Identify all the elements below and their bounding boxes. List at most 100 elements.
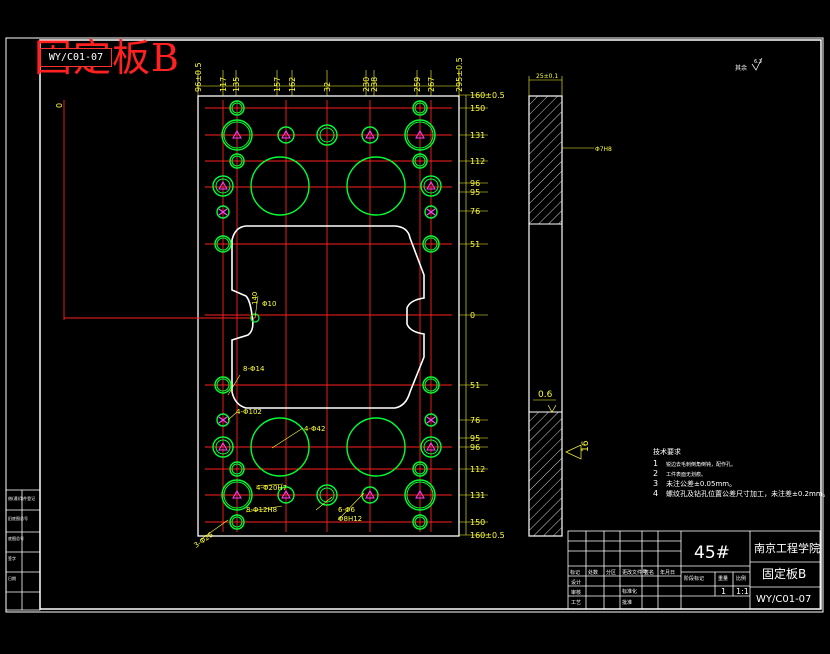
hole — [212, 436, 234, 458]
hole — [424, 413, 438, 427]
hole — [316, 124, 338, 146]
right-dim-label: 160±0.5 — [470, 91, 505, 100]
title-block-header: 分区 — [606, 569, 616, 576]
triangle-marker — [281, 489, 291, 499]
top-dim-label: 238 — [370, 77, 379, 92]
right-dim-label: 160±0.5 — [470, 531, 505, 540]
tech-note-text: 螺纹孔及钻孔位置公差尺寸加工，未注差±0.2mm。 — [666, 489, 830, 498]
hole — [214, 235, 232, 253]
side-strip — [5, 489, 41, 611]
hole-inner — [406, 481, 434, 509]
hole — [277, 486, 295, 504]
section-side-note: Φ7H8 — [595, 146, 612, 153]
right-dim-label: 51 — [470, 381, 480, 390]
triangle-marker — [281, 129, 291, 139]
section-view — [528, 76, 594, 537]
top-dim-label: 96±0.5 — [194, 62, 203, 92]
hole-inner — [424, 237, 438, 251]
section-chamfer: 0.6 — [538, 390, 553, 400]
hole-inner — [231, 516, 243, 528]
top-dim-label: 267 — [427, 77, 436, 92]
title-block-row-headers: 标记处数分区更改文件号签名年月日 — [570, 569, 675, 576]
drawing-code-box: WY/C01-07 — [40, 48, 112, 67]
hole-label-2: 4-Φ102 — [236, 408, 262, 416]
right-dim-label: 76 — [470, 207, 480, 216]
triangle-marker — [415, 129, 425, 139]
hole-inner — [231, 102, 243, 114]
left-zero-label: 0 — [55, 103, 64, 108]
tech-notes-heading: 技术要求 — [653, 447, 681, 456]
svg-text:其余: 其余 — [735, 64, 747, 72]
center-hole-depth: 140 — [251, 292, 259, 305]
triangle-marker — [426, 180, 436, 190]
section-top-dim: 25±0.1 — [536, 73, 558, 80]
part-name-label: 固定板B — [762, 566, 806, 581]
right-dim-label: 95 — [470, 188, 480, 197]
hole-label-1: 8-Φ14 — [243, 365, 265, 373]
scale-label: 1:1 — [736, 587, 749, 596]
hole — [277, 126, 295, 144]
hole-inner — [319, 487, 335, 503]
hole-inner — [414, 516, 426, 528]
qty-label: 1 — [721, 587, 726, 596]
hole-inner — [216, 378, 230, 392]
material-label: 45# — [694, 543, 730, 563]
title-block — [567, 530, 821, 610]
top-dim-label: 230 — [362, 77, 371, 92]
hole — [346, 417, 406, 477]
hole-inner — [414, 463, 426, 475]
hole-inner — [414, 155, 426, 167]
hole — [316, 484, 338, 506]
tech-note-number: 1 — [653, 459, 658, 468]
right-dim-label: 96 — [470, 179, 480, 188]
hole — [412, 100, 428, 116]
hole-inner — [414, 102, 426, 114]
hole — [250, 417, 310, 477]
svg-text:6.3: 6.3 — [754, 59, 762, 65]
title-block-stage-headers: 阶段标记 重量 比例 — [684, 575, 746, 582]
tech-note-text: 工件表面无划痕。 — [666, 471, 706, 478]
hole-inner — [423, 439, 439, 455]
triangle-marker — [232, 489, 242, 499]
hole-inner — [231, 155, 243, 167]
top-dim-label: 162 — [288, 77, 297, 92]
section-thickness: 16 — [581, 440, 591, 452]
side-strip-label: 签字 — [8, 555, 16, 561]
outer-border — [5, 37, 824, 613]
hole — [422, 235, 440, 253]
hole-label-5: 8-Φ12H8 — [246, 506, 277, 514]
hole — [422, 376, 440, 394]
title-block-stage-header: 比例 — [736, 575, 746, 582]
right-dim-label: 131 — [470, 131, 485, 140]
hole-inner — [216, 237, 230, 251]
x-marker — [426, 416, 436, 424]
center-hole-label: Φ10 — [262, 300, 276, 308]
school-label: 南京工程学院 — [754, 541, 820, 555]
right-dim-label: 150 — [470, 104, 485, 113]
center-lines — [63, 100, 452, 532]
hole — [420, 436, 442, 458]
hole-label-3: 4-Φ42 — [304, 425, 325, 433]
plate-outline — [197, 95, 460, 537]
tech-note-text: 未注公差±0.05mm。 — [666, 479, 736, 488]
hole — [216, 413, 230, 427]
hole-inner — [223, 481, 251, 509]
right-dim-label: 95 — [470, 434, 480, 443]
hole — [412, 514, 428, 530]
central-cavity — [231, 225, 425, 409]
title-block-header: 处数 — [588, 569, 598, 576]
triangle-marker — [218, 180, 228, 190]
extension-lines — [197, 70, 488, 536]
x-marker — [218, 208, 228, 216]
title-block-stage-header: 阶段标记 — [684, 575, 704, 582]
hole — [229, 100, 245, 116]
side-strip-label: 日期 — [8, 575, 16, 581]
hole-inner — [231, 463, 243, 475]
title-block-header: 更改文件号 — [622, 569, 647, 576]
title-block-stage-header: 重量 — [718, 575, 728, 582]
